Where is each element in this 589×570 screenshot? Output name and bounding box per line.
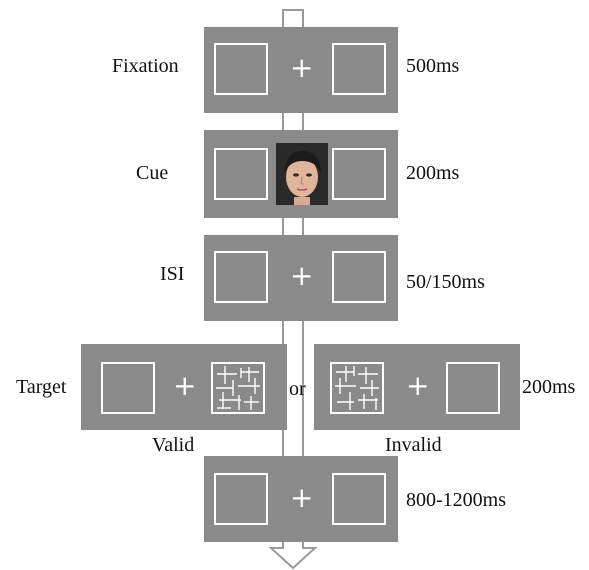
isi-duration: 50/150ms: [406, 271, 485, 293]
left-placeholder-box: [214, 148, 268, 200]
left-placeholder-box: [214, 251, 268, 303]
left-placeholder-box: [214, 43, 268, 95]
isi-panel: +: [204, 235, 398, 321]
cue-duration: 200ms: [406, 162, 460, 184]
iti-panel: +: [204, 456, 398, 542]
fixation-duration: 500ms: [406, 55, 460, 77]
valid-target-panel: +: [81, 344, 287, 430]
fixation-cross: +: [290, 481, 314, 514]
fixation-cross: +: [173, 369, 197, 402]
right-placeholder-box: [332, 251, 386, 303]
iti-duration: 800-1200ms: [406, 489, 506, 511]
fixation-label: Fixation: [112, 55, 179, 77]
face-photo-icon: [276, 143, 328, 205]
left-placeholder-box: [101, 362, 155, 414]
or-label: or: [289, 378, 306, 400]
target-duration: 200ms: [522, 376, 576, 398]
invalid-target-panel: +: [314, 344, 520, 430]
fixation-panel: +: [204, 27, 398, 113]
fixation-cross: +: [290, 259, 314, 292]
target-label: Target: [16, 376, 67, 398]
grid-stimulus-icon: [330, 362, 384, 414]
right-placeholder-box: [332, 148, 386, 200]
right-placeholder-box: [446, 362, 500, 414]
invalid-label: Invalid: [385, 434, 442, 456]
left-placeholder-box: [214, 473, 268, 525]
fixation-cross: +: [290, 51, 314, 84]
cue-label: Cue: [136, 162, 169, 184]
isi-label: ISI: [160, 263, 185, 285]
valid-label: Valid: [152, 434, 195, 456]
right-placeholder-box: [332, 43, 386, 95]
cue-panel: [204, 130, 398, 218]
fixation-cross: +: [406, 369, 430, 402]
grid-stimulus-icon: [211, 362, 265, 414]
right-placeholder-box: [332, 473, 386, 525]
